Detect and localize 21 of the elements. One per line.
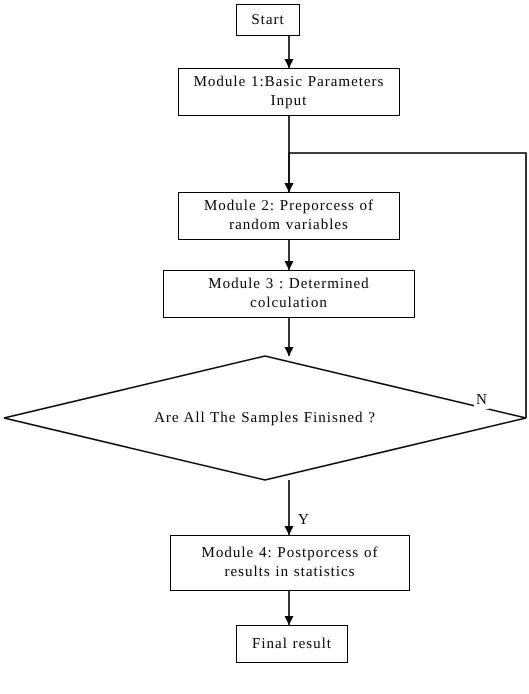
arrow bbox=[284, 591, 294, 625]
process-box bbox=[170, 535, 410, 591]
arrow bbox=[284, 152, 527, 418]
process-box bbox=[236, 625, 348, 663]
arrow bbox=[284, 480, 294, 535]
process-box bbox=[163, 270, 415, 318]
arrow bbox=[284, 318, 294, 356]
node-text: Module 4: Postporcess of results in statistics bbox=[200, 544, 380, 582]
node-text: Start bbox=[251, 10, 285, 30]
process-box bbox=[178, 68, 400, 116]
decision-diamond bbox=[4, 356, 526, 480]
arrow bbox=[284, 36, 294, 68]
node-text: Module 1:Basic Parameters Input bbox=[192, 73, 386, 111]
node-text: Module 3 : Determined colculation bbox=[207, 275, 371, 313]
process-box bbox=[236, 4, 300, 36]
process-box bbox=[178, 192, 400, 240]
node-text: Are All The Samples Finisned ? bbox=[154, 408, 376, 428]
edge-label: N bbox=[474, 392, 489, 408]
arrow bbox=[284, 240, 294, 270]
node-text: Final result bbox=[252, 634, 332, 654]
node-text: Module 2: Preporcess of random variables bbox=[202, 197, 376, 235]
